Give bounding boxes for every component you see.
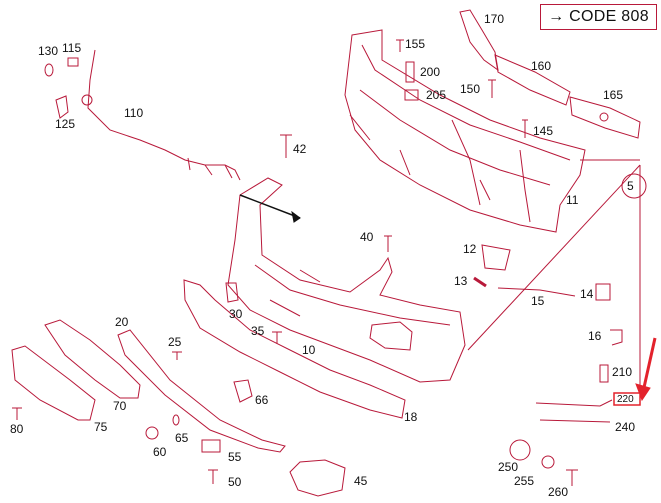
screw-260	[566, 469, 578, 486]
label-260: 260	[548, 485, 569, 499]
part-205-shape	[404, 89, 419, 101]
panel-75	[11, 345, 96, 421]
part-66-shape	[233, 379, 253, 403]
label-30: 30	[229, 307, 243, 321]
part-14-shape	[595, 283, 611, 301]
label-200: 200	[420, 65, 441, 79]
highlight-arrow	[641, 337, 657, 393]
label-40: 40	[360, 230, 374, 244]
part-30-shape	[225, 282, 239, 303]
code-box: → CODE 808	[540, 4, 657, 30]
callout-circle-5	[621, 173, 647, 199]
part-210-shape	[599, 364, 609, 383]
label-35: 35	[251, 324, 265, 338]
label-20: 20	[115, 315, 129, 329]
label-18: 18	[404, 410, 418, 424]
part-16-shape	[610, 329, 623, 346]
label-210: 210	[612, 365, 633, 379]
part-125-shape	[55, 95, 69, 119]
screw-145	[522, 119, 528, 138]
direction-arrow	[239, 194, 301, 219]
callout-number: 5	[627, 179, 634, 193]
label-255: 255	[514, 474, 535, 488]
label-150: 150	[460, 82, 481, 96]
label-205: 205	[426, 88, 447, 102]
bracket-165	[569, 96, 641, 139]
bracket-20	[117, 329, 286, 453]
bolt-42	[280, 134, 292, 158]
spoiler-18	[183, 279, 406, 419]
label-11: 11	[566, 193, 579, 207]
label-25: 25	[168, 335, 182, 349]
strip-15	[497, 287, 576, 297]
label-10: 10	[302, 343, 316, 357]
bumper-cover-10	[227, 177, 466, 383]
label-165: 165	[603, 88, 624, 102]
label-14: 14	[580, 287, 594, 301]
label-50: 50	[228, 475, 242, 489]
part-65-shape	[172, 414, 180, 426]
part-60-shape	[145, 426, 159, 440]
bracket-160	[494, 54, 571, 106]
label-155: 155	[405, 37, 426, 51]
part-250-shape	[509, 439, 531, 461]
label-250: 250	[498, 460, 519, 474]
label-145: 145	[533, 124, 554, 138]
label-240: 240	[615, 420, 636, 434]
label-110: 110	[124, 106, 144, 120]
spring-200	[405, 61, 415, 83]
label-75: 75	[94, 420, 108, 434]
bolt-40	[384, 235, 392, 252]
highlight-box-220	[613, 392, 641, 406]
label-80: 80	[10, 422, 24, 436]
label-12: 12	[463, 242, 477, 256]
label-65: 65	[175, 431, 189, 445]
label-16: 16	[588, 329, 602, 343]
part-55-shape	[201, 439, 221, 453]
screw-150	[488, 79, 496, 98]
part-13-shape	[473, 276, 487, 288]
label-15: 15	[531, 294, 545, 308]
label-55: 55	[228, 450, 242, 464]
bumper-support-frame-11	[344, 29, 586, 233]
part-115-shape	[67, 57, 79, 67]
label-130: 130	[38, 44, 59, 58]
strip-240	[539, 419, 611, 423]
screw-155	[396, 39, 404, 52]
grille-70	[44, 319, 141, 399]
leader-line	[467, 164, 641, 351]
bolt-35	[272, 331, 282, 344]
bracket-165-hole	[599, 112, 609, 122]
label-66: 66	[255, 393, 269, 407]
screw-50	[208, 469, 218, 484]
part-130-shape	[44, 63, 54, 77]
label-115: 115	[62, 41, 82, 55]
label-13: 13	[454, 274, 468, 288]
label-170: 170	[484, 12, 505, 26]
label-45: 45	[354, 474, 368, 488]
washer-255	[541, 455, 555, 469]
part-12-shape	[481, 244, 511, 271]
clip-25	[172, 351, 182, 360]
wiring-harness-110	[87, 49, 241, 181]
highlight-label: 220	[617, 394, 634, 405]
strip-220	[535, 399, 613, 407]
label-70: 70	[113, 399, 127, 413]
label-125: 125	[55, 117, 76, 131]
code-label: → CODE 808	[548, 8, 649, 25]
screw-80	[12, 407, 22, 420]
label-160: 160	[531, 59, 552, 73]
fog-cover-45	[289, 459, 346, 497]
label-60: 60	[153, 445, 167, 459]
label-42: 42	[293, 142, 307, 156]
